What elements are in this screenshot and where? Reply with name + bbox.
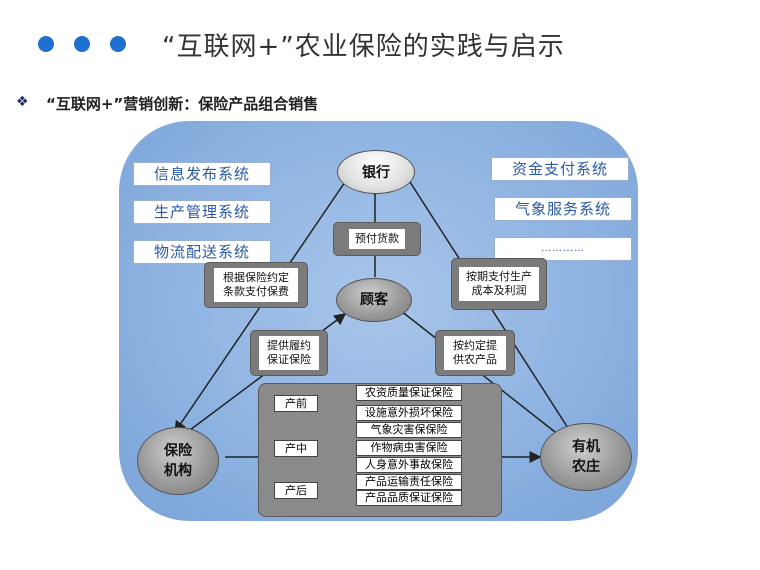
node-insurer: 保险 机构 [137, 427, 219, 495]
node-insurer-line2: 机构 [164, 463, 192, 479]
bullet-dot-1 [38, 36, 54, 52]
system-logistics: 物流配送系统 [133, 240, 271, 264]
node-insurer-line1: 保险 [164, 443, 192, 459]
node-farm-line1: 有机 [572, 439, 600, 455]
bullet-dot-3 [110, 36, 126, 52]
node-customer: 顾客 [336, 278, 412, 322]
system-weather: 气象服务系统 [494, 197, 632, 221]
page-title: “互联网+”农业保险的实践与启示 [162, 32, 565, 62]
node-farm-line2: 农庄 [572, 459, 600, 475]
section-subtitle: “互联网+”营销创新：保险产品组合销售 [46, 95, 319, 113]
stage-in-production: 产中 [274, 440, 318, 457]
label-pay-costs: 按期支付生产成本及利润 [451, 258, 547, 310]
insurance-item: 作物病虫害保险 [356, 440, 462, 456]
node-farm: 有机 农庄 [540, 423, 632, 491]
node-bank: 银行 [337, 150, 415, 194]
stage-post-production: 产后 [274, 482, 318, 499]
system-payment: 资金支付系统 [491, 157, 629, 181]
insurance-item: 农资质量保证保险 [356, 385, 462, 401]
label-pay-premium: 根据保险约定条款支付保费 [204, 262, 308, 308]
insurance-item: 产品运输责任保险 [356, 474, 462, 490]
bullet-dot-2 [74, 36, 90, 52]
system-more: ………… [494, 237, 632, 261]
insurance-item: 设施意外损坏保险 [356, 405, 462, 421]
diamond-bullet-icon: ❖ [16, 94, 29, 110]
system-info-publish: 信息发布系统 [133, 162, 271, 186]
label-guarantee-insurance: 提供履约保证保险 [250, 330, 328, 376]
label-provide-product: 按约定提供农产品 [435, 330, 515, 376]
insurance-item: 产品品质保证保险 [356, 490, 462, 506]
insurance-item: 人身意外事故保险 [356, 457, 462, 473]
system-production-mgmt: 生产管理系统 [133, 200, 271, 224]
label-advance-payment: 预付货款 [333, 222, 421, 256]
insurance-item: 气象灾害保保险 [356, 422, 462, 438]
stage-pre-production: 产前 [274, 395, 318, 412]
